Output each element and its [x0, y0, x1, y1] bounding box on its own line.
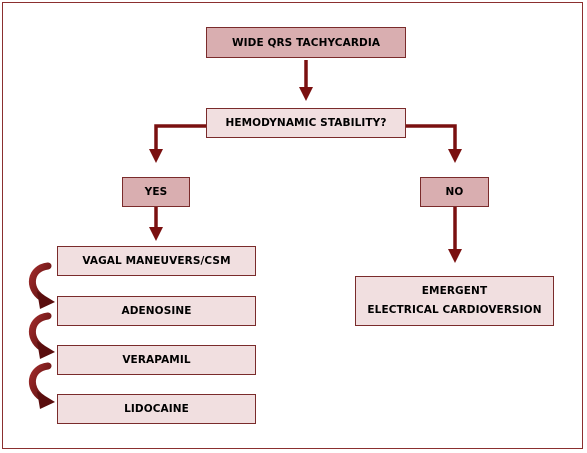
curved-arrow-verapamil-to-lidocaine [29, 362, 55, 409]
node-adenosine: ADENOSINE [57, 296, 256, 326]
node-lidocaine: LIDOCAINE [57, 394, 256, 424]
emergent-line-1: EMERGENT [421, 285, 488, 297]
node-emergent-cardioversion: EMERGENT ELECTRICAL CARDIOVERSION [355, 276, 554, 326]
node-verapamil: VERAPAMIL [57, 345, 256, 375]
node-hemodynamic-stability: HEMODYNAMIC STABILITY? [206, 108, 406, 138]
curved-arrow-vagal-to-adenosine [29, 262, 55, 309]
arrow-stability-to-yes [149, 124, 207, 163]
curved-arrow-adenosine-to-verapamil [29, 312, 55, 359]
node-no: NO [420, 177, 489, 207]
node-wide-qrs-tachycardia: WIDE QRS TACHYCARDIA [206, 27, 406, 58]
node-vagal-maneuvers: VAGAL MANEUVERS/CSM [57, 246, 256, 276]
arrow-stability-to-no [406, 124, 462, 163]
emergent-line-2: ELECTRICAL CARDIOVERSION [367, 304, 542, 316]
node-yes: YES [122, 177, 190, 207]
